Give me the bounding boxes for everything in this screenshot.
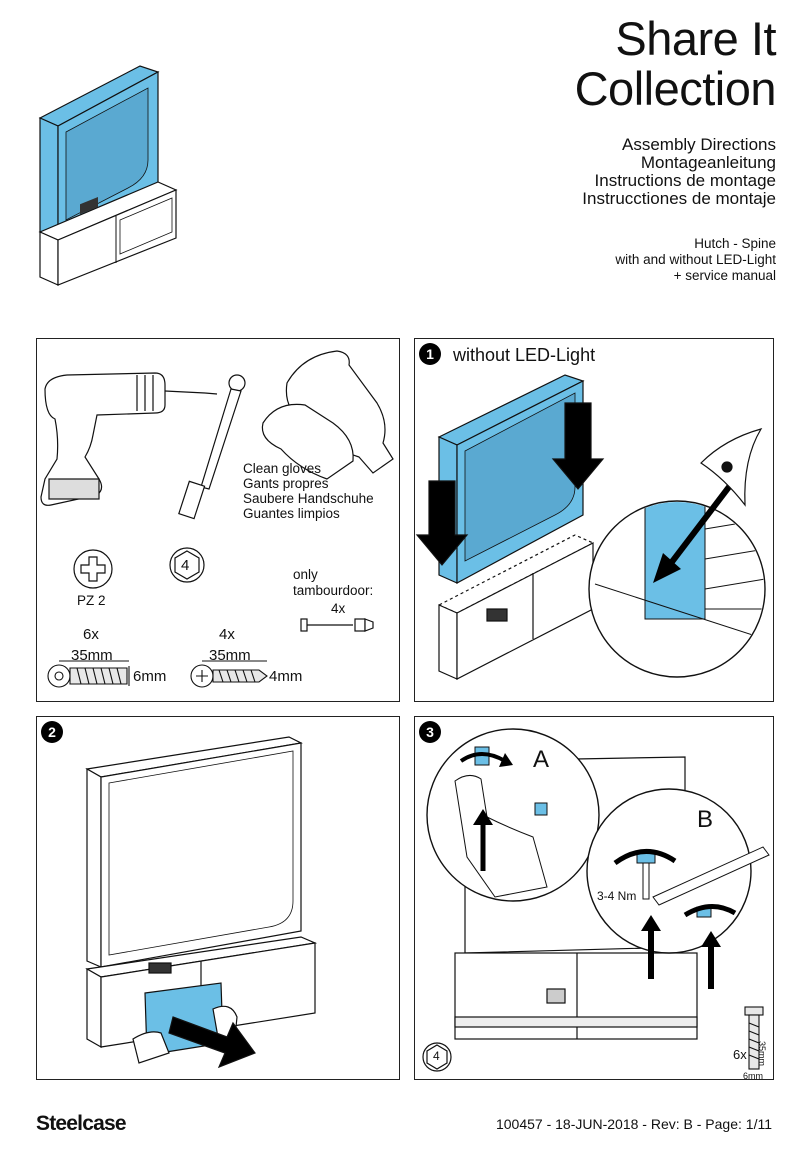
step1-number: 1 (419, 343, 441, 365)
detail-circle-b (586, 788, 770, 989)
language-subtitles: Assembly Directions Montageanleitung Ins… (582, 136, 776, 208)
allen-key-icon (169, 547, 205, 583)
desc-line-3: + service manual (673, 268, 776, 283)
only-label: only (293, 567, 318, 582)
eye-icon (700, 428, 763, 507)
step3-number: 3 (419, 721, 441, 743)
detail-circle (588, 477, 766, 678)
tambour-qty: 4x (331, 601, 346, 616)
tools-panel: Clean gloves Gants propres Saubere Hands… (36, 338, 400, 702)
tambour-screw-icon (300, 618, 374, 632)
step1-title: without LED-Light (453, 345, 596, 365)
gloves-es: Guantes limpios (243, 506, 340, 521)
step3-illustration (422, 728, 770, 1072)
screw1-length: 35mm (71, 647, 113, 664)
desc-line-2: with and without LED-Light (615, 252, 776, 267)
phillips-bit-icon (73, 549, 113, 589)
step3-label-b: B (697, 806, 714, 833)
torque-wrench-icon (178, 374, 246, 520)
step1-illustration (415, 374, 766, 680)
tambour-label: tambourdoor: (293, 583, 374, 598)
gloves-en: Clean gloves (243, 461, 322, 476)
subtitle-fr: Instructions de montage (594, 171, 776, 190)
screw2-qty: 4x (219, 626, 235, 643)
document-reference: 100457 - 18-JUN-2018 - Rev: B - Page: 1/… (495, 1116, 772, 1132)
bolt-length: 35mm (757, 1041, 767, 1067)
step3-panel: 3 (414, 716, 774, 1080)
detail-circle-a (426, 728, 600, 902)
gloves-de: Saubere Handschuhe (243, 491, 374, 506)
bit-label: PZ 2 (77, 593, 106, 608)
drill-icon (40, 372, 218, 506)
torque-label: 3-4 Nm (597, 889, 637, 903)
bolt-dia: 6mm (743, 1071, 763, 1080)
step2-illustration (85, 736, 318, 1069)
screw-4mm-icon (190, 664, 268, 688)
bolt-icon (744, 1006, 764, 1070)
brand-logo: Steelcase (36, 1112, 127, 1135)
screw-6mm-icon (47, 664, 130, 688)
title-line-2: Collection (574, 62, 777, 115)
title-line-1: Share It (615, 12, 776, 65)
gloves-fr: Gants propres (243, 476, 329, 491)
gloves-icon (261, 350, 394, 480)
key-number: 4 (181, 557, 190, 574)
screw2-dia: 4mm (269, 668, 303, 685)
screw1-qty: 6x (83, 626, 99, 643)
screw1-dia: 6mm (133, 668, 167, 685)
bolt-qty: 6x (733, 1047, 747, 1062)
gloves-label: Clean gloves Gants propres Saubere Hands… (243, 461, 374, 521)
product-description: Hutch - Spine with and without LED-Light… (615, 236, 776, 284)
subtitle-en: Assembly Directions (622, 135, 776, 154)
product-illustration (38, 65, 178, 286)
subtitle-de: Montageanleitung (640, 153, 776, 172)
allen-key-icon (422, 1042, 452, 1072)
step3-label-a: A (533, 746, 550, 773)
screw2-length: 35mm (209, 647, 251, 664)
desc-line-1: Hutch - Spine (694, 236, 776, 251)
subtitle-es: Instrucctiones de montaje (582, 189, 776, 208)
tools-illustration (40, 350, 394, 688)
step1-panel: 1 without LED-Light (414, 338, 774, 702)
step3-key-number: 4 (433, 1049, 440, 1063)
step2-panel: 2 (36, 716, 400, 1080)
step2-number: 2 (41, 721, 63, 743)
document-title: Share It Collection (574, 12, 777, 115)
